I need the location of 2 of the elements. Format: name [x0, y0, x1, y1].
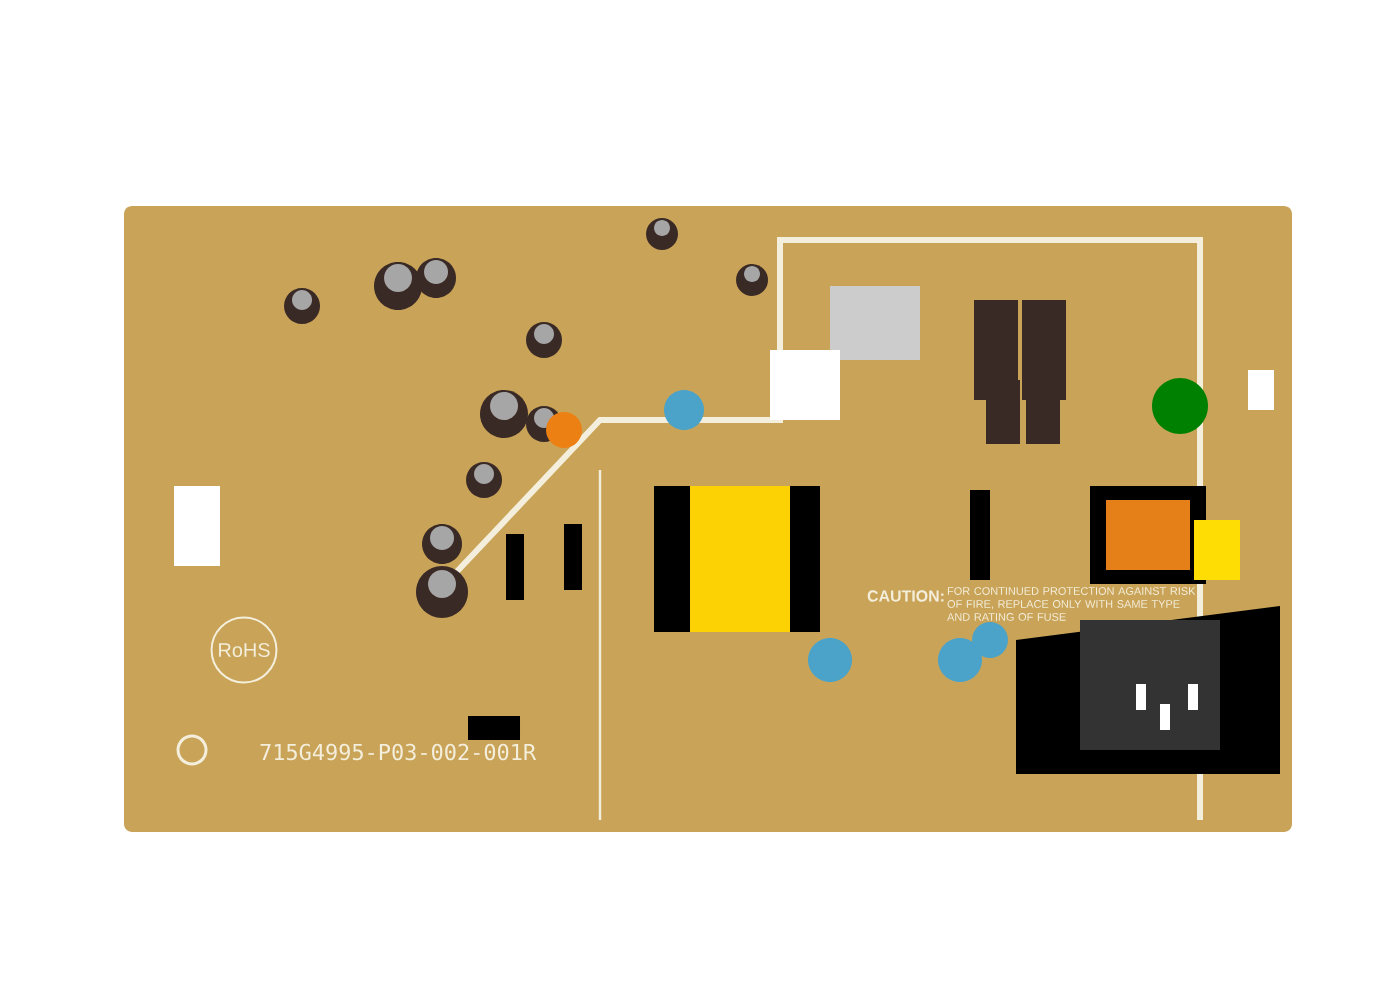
rohs-mark: RoHS: [210, 616, 278, 684]
part-number: 715G4995-P03-002-001R: [260, 743, 537, 761]
